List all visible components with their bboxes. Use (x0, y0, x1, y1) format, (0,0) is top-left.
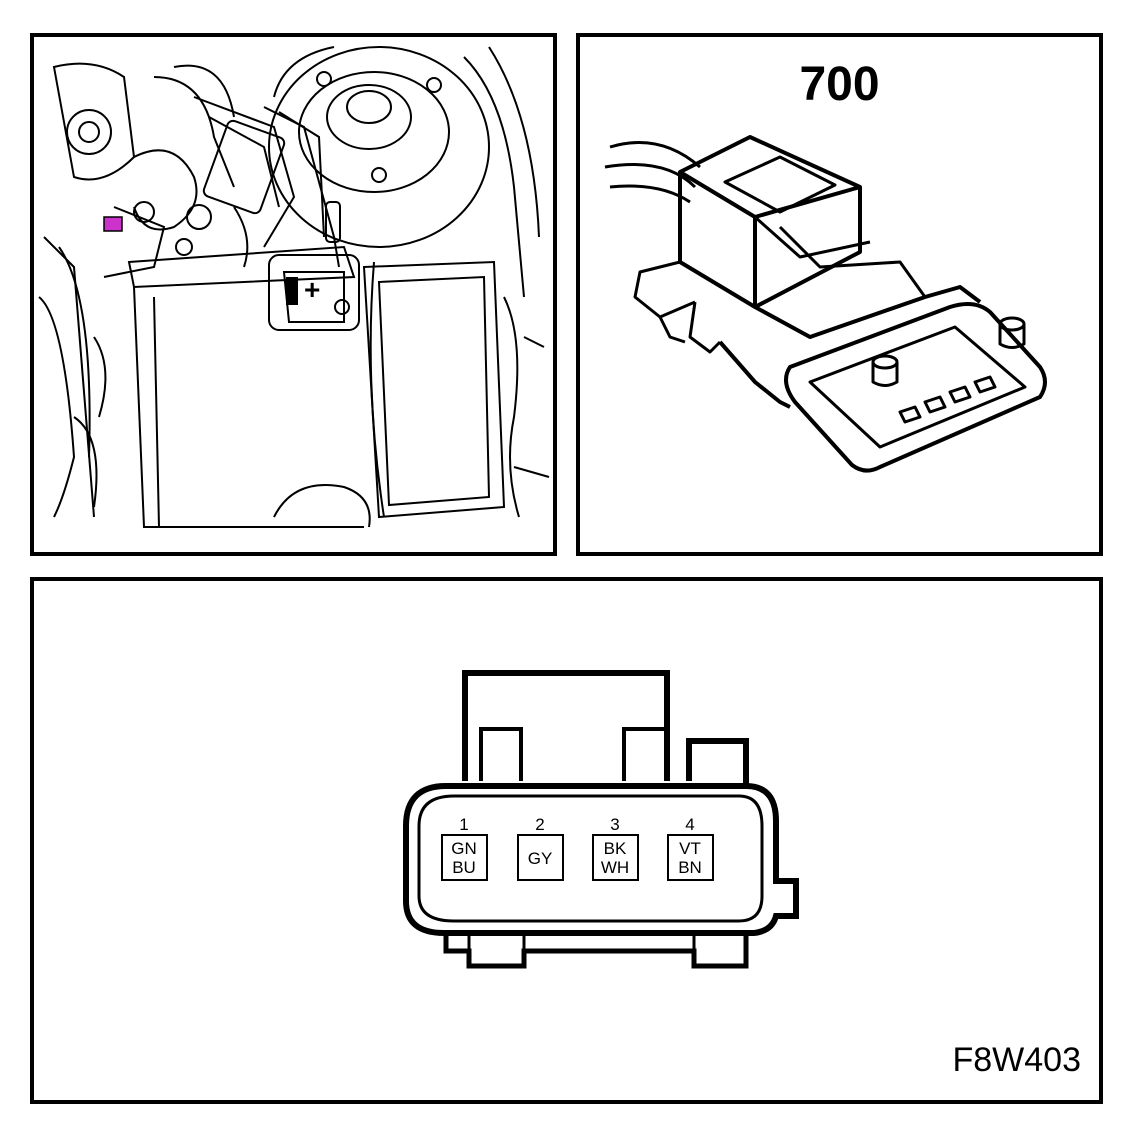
connector-location-marker (103, 216, 123, 232)
connector-view-panel: 700 (576, 33, 1103, 556)
pin-2-box (517, 834, 564, 881)
location-view-panel: + (30, 33, 557, 556)
pin-1-box (441, 834, 488, 881)
pin-4-number: 4 (685, 815, 694, 834)
engine-bay-drawing: + (38, 46, 550, 528)
battery-positive-symbol: + (304, 274, 320, 305)
connector-face-drawing: 1 2 3 4 GN BU GY BK WH VT BN (403, 670, 799, 969)
connector-number: 700 (799, 58, 880, 111)
figure-id: F8W403 (952, 1041, 1082, 1079)
pin-2-number: 2 (535, 815, 544, 834)
pin-4-color-1: VT (679, 839, 701, 858)
pin-3-number: 3 (610, 815, 619, 834)
pin-1-color-2: BU (452, 858, 476, 877)
pin-3-color-2: WH (601, 858, 629, 877)
connector-isometric-drawing (604, 135, 1047, 473)
pin-4-color-2: BN (678, 858, 702, 877)
pin-1-color-1: GN (451, 839, 477, 858)
pinout-view-panel: 1 2 3 4 GN BU GY BK WH VT BN F8W403 (30, 577, 1103, 1104)
pin-4-box (667, 834, 714, 881)
pin-2-color-1: GY (528, 849, 553, 868)
pin-3-box (592, 834, 639, 881)
pin-1-number: 1 (459, 815, 468, 834)
pin-3-color-1: BK (604, 839, 627, 858)
